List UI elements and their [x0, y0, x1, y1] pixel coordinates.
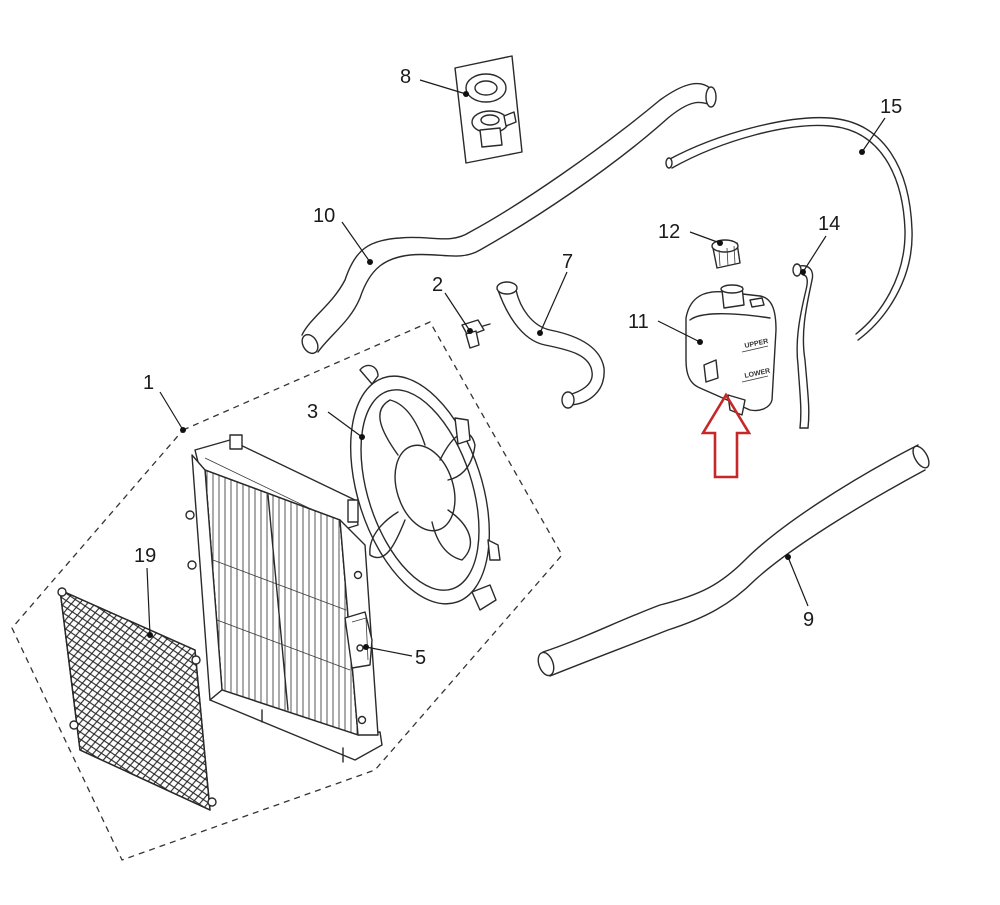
overflow-hose [665, 116, 913, 341]
reservoir-cap [711, 239, 741, 269]
radiator-grille [57, 587, 217, 811]
callout-9: 9 [803, 609, 814, 631]
callout-3: 3 [307, 401, 318, 423]
fan-control-module [344, 611, 373, 669]
coolant-reservoir: UPPER LOWER [685, 284, 777, 416]
callout-labels: 1 2 3 5 7 8 9 10 11 12 14 15 19 [134, 66, 902, 669]
callout-5: 5 [415, 647, 426, 669]
radiator [185, 434, 383, 763]
lower-hose [537, 444, 930, 677]
leader-lines [146, 79, 886, 657]
upper-level-mark: UPPER [744, 338, 769, 350]
callout-12: 12 [658, 221, 680, 243]
callout-10: 10 [313, 205, 335, 227]
callout-19: 19 [134, 545, 156, 567]
upper-hose [301, 82, 717, 355]
cooling-fan [349, 364, 501, 611]
highlight-arrow [700, 392, 752, 479]
callout-14: 14 [818, 213, 840, 235]
callout-15: 15 [880, 96, 902, 118]
callout-7: 7 [562, 251, 573, 273]
callout-8: 8 [400, 66, 411, 88]
small-hose [496, 281, 605, 409]
callout-11: 11 [628, 311, 649, 333]
thermostat-housing [454, 55, 523, 164]
radiator-assembly-boundary [11, 321, 563, 861]
reservoir-vent-hose [792, 263, 814, 429]
callout-2: 2 [432, 274, 443, 296]
callout-1: 1 [143, 372, 154, 394]
